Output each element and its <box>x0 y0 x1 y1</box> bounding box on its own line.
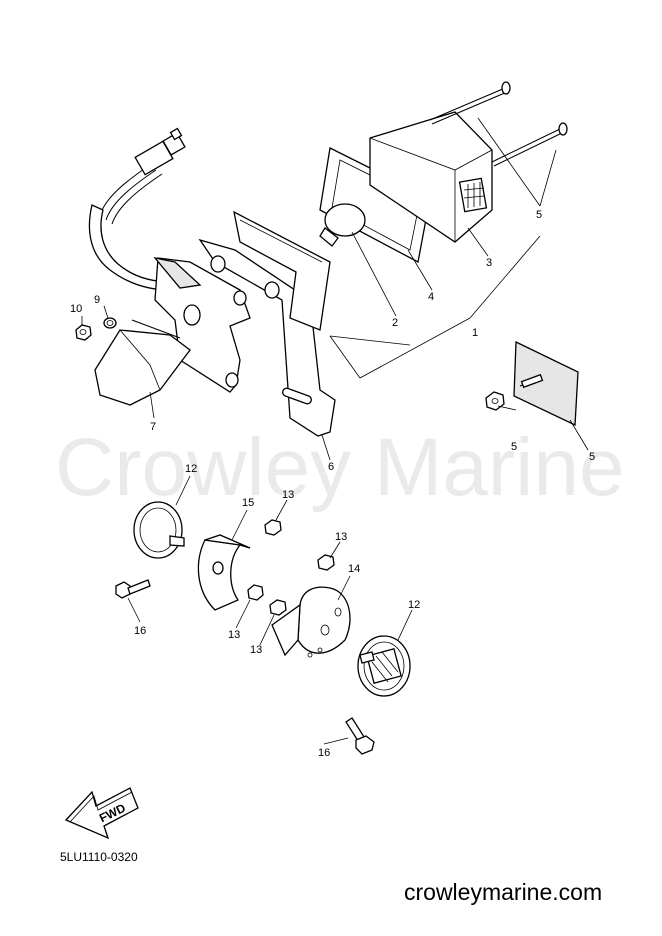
callout-8: 5 <box>511 441 517 453</box>
callout-2: 2 <box>392 317 398 329</box>
callout-13-b: 13 <box>335 531 347 543</box>
callout-7: 6 <box>328 461 334 473</box>
callout-10: 9 <box>94 294 100 306</box>
nut-13b <box>247 584 264 601</box>
nut-13d <box>269 599 287 616</box>
license-bracket-7 <box>198 238 336 437</box>
callout-13-a: 13 <box>282 489 294 501</box>
turn-signal-12-left <box>133 501 185 559</box>
turn-signal-12-right <box>357 635 411 697</box>
lamp-housing-3 <box>369 111 493 243</box>
nut-8 <box>485 391 505 411</box>
watermark-text: Crowley Marine <box>55 422 625 513</box>
housing-14 <box>271 586 351 658</box>
screw-5b <box>491 122 568 167</box>
site-url[interactable]: crowleymarine.com <box>404 879 602 905</box>
callout-4: 4 <box>428 291 434 303</box>
diagram-code: 5LU1110-0320 <box>60 850 138 864</box>
nut-10 <box>103 317 117 329</box>
fwd-arrow-icon: FWD <box>64 787 139 840</box>
callout-13-d: 13 <box>250 644 262 656</box>
cover-9 <box>94 319 191 406</box>
bolt-16-right <box>345 717 375 755</box>
nut-13a <box>264 519 282 536</box>
plate-frame <box>233 210 331 331</box>
callout-15: 15 <box>242 497 254 509</box>
callout-9: 7 <box>150 421 156 433</box>
reflector-6 <box>513 340 579 427</box>
callout-14: 14 <box>348 563 360 575</box>
callout-3: 3 <box>486 257 492 269</box>
leader-lines <box>81 117 589 745</box>
callout-11: 10 <box>70 303 82 315</box>
callout-5: 5 <box>536 209 542 221</box>
bulb-2 <box>319 203 366 247</box>
callout-16-left: 16 <box>134 625 146 637</box>
nut-13c <box>317 554 335 571</box>
callout-12-right: 12 <box>408 599 420 611</box>
callout-13-c: 13 <box>228 629 240 641</box>
housing-15 <box>197 534 251 611</box>
wire-harness <box>88 127 186 291</box>
callout-16-right: 16 <box>318 747 330 759</box>
callout-12-left: 12 <box>185 463 197 475</box>
callouts: 10 9 7 6 2 4 3 5 1 5 5 12 15 13 13 14 12… <box>70 209 595 759</box>
callout-1: 1 <box>472 327 478 339</box>
nut-11 <box>75 324 92 341</box>
callout-6: 5 <box>589 451 595 463</box>
screw-5a <box>429 81 511 125</box>
bolt-16-left <box>115 579 151 599</box>
rear-bracket <box>153 257 251 393</box>
